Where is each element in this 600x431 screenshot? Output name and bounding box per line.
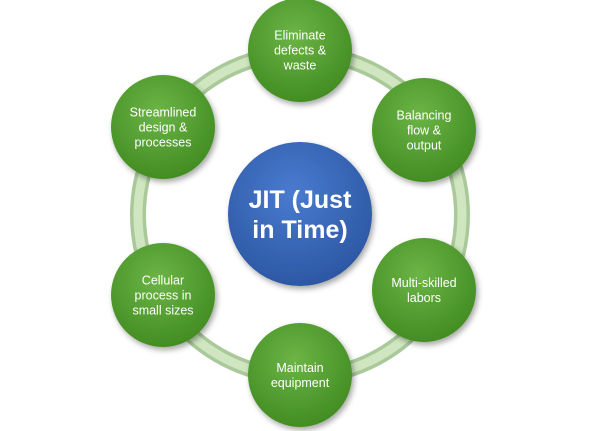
node-circle-cellular-process xyxy=(111,243,215,347)
node-circle-multi-skilled xyxy=(372,238,476,342)
node-label-line: flow & xyxy=(407,124,442,138)
node-circle-eliminate-defects xyxy=(248,0,352,102)
node-label-line: Eliminate xyxy=(274,29,325,43)
node-circle-balancing-flow xyxy=(372,78,476,182)
node-label-line: Cellular xyxy=(142,274,184,288)
center-label-line: in Time) xyxy=(252,216,347,244)
node-circle-streamlined-design xyxy=(111,75,215,179)
node-label-line: Balancing xyxy=(397,109,452,123)
node-label-line: equipment xyxy=(271,376,330,390)
node-label-line: labors xyxy=(407,291,441,305)
node-label-line: design & xyxy=(139,121,188,135)
node-label-line: output xyxy=(407,139,442,153)
node-label-line: Streamlined xyxy=(130,106,197,120)
node-label-line: processes xyxy=(135,136,192,150)
node-label-line: Multi-skilled xyxy=(391,276,456,290)
center-label-line: JIT (Just xyxy=(249,186,352,214)
center-circle xyxy=(228,142,372,286)
node-label-line: defects & xyxy=(274,44,327,58)
node-circle-maintain-equipment xyxy=(248,323,352,427)
node-label-line: Maintain xyxy=(276,361,323,375)
node-label-line: waste xyxy=(283,59,317,73)
node-label-line: process in xyxy=(135,289,192,303)
node-label-line: small sizes xyxy=(132,304,193,318)
